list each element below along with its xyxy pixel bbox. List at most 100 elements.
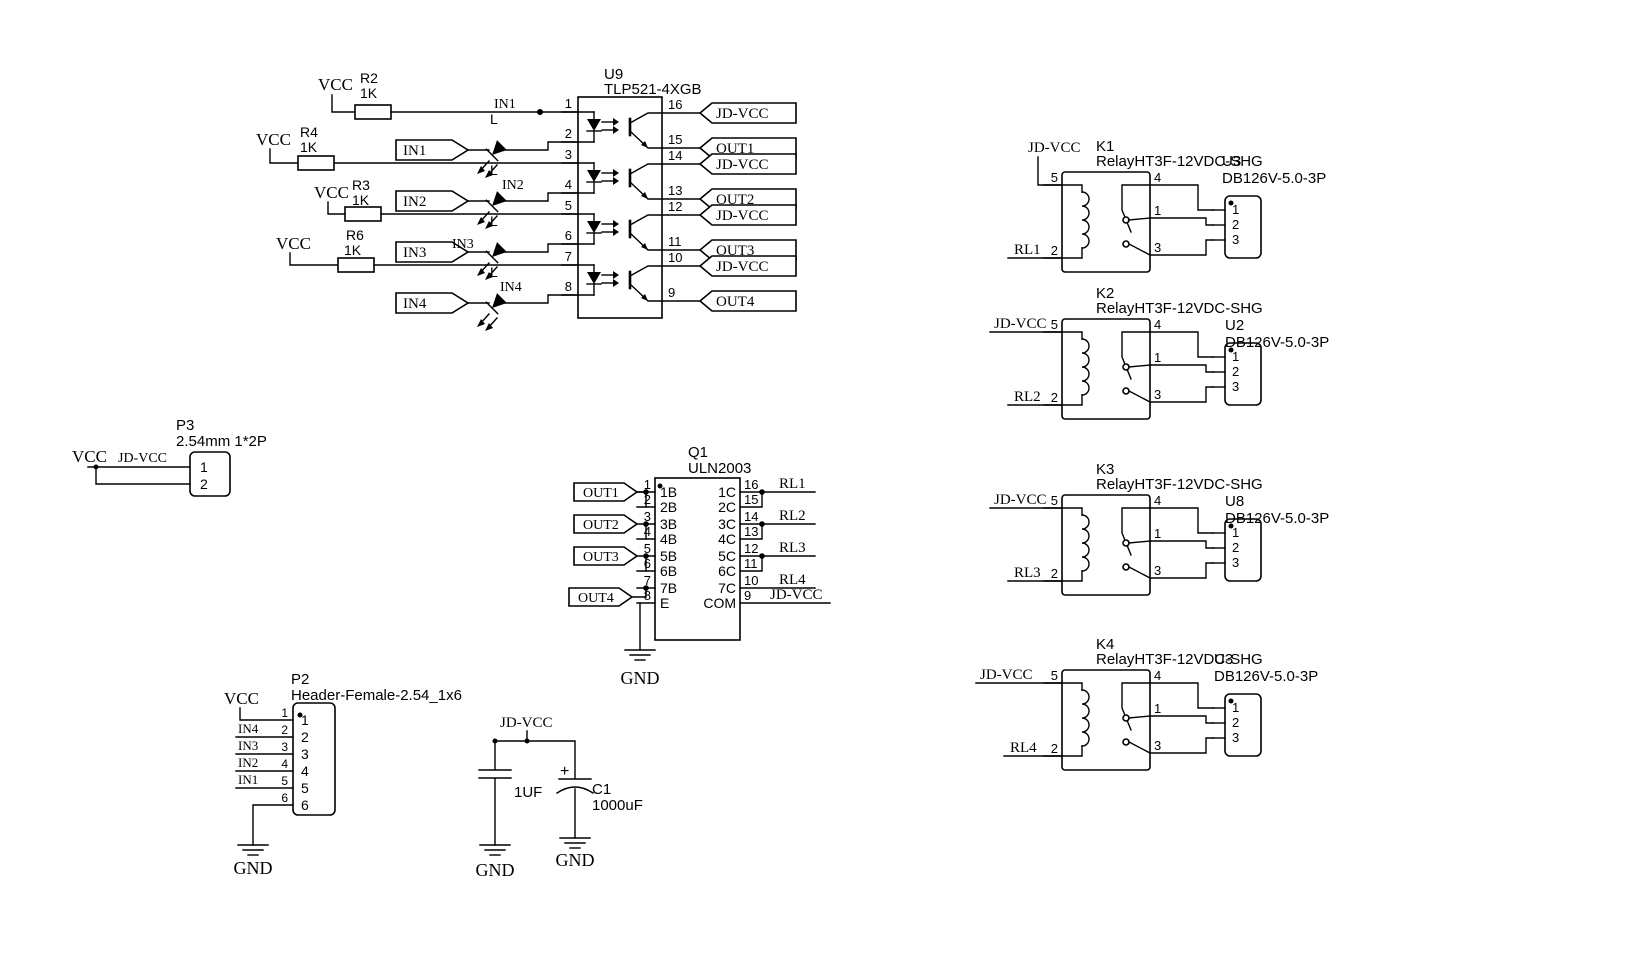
p2-pno2: 2 xyxy=(281,723,288,737)
p3-pin2: 2 xyxy=(200,476,208,492)
net-q1-rl1: RL1 xyxy=(779,476,806,492)
k3-pin2: 2 xyxy=(1051,566,1058,581)
u3b-pin3: 3 xyxy=(1232,730,1239,745)
tag-jdvcc-14: JD-VCC xyxy=(716,157,769,173)
q1-com: COM xyxy=(703,595,736,611)
tag-q1-out3: OUT3 xyxy=(583,550,619,565)
k4-pin2: 2 xyxy=(1051,741,1058,756)
p2-pin3: 3 xyxy=(301,746,309,762)
q1-pin6: 6 xyxy=(644,556,651,571)
net-rl2: RL2 xyxy=(1014,389,1041,405)
net-q1-rl4: RL4 xyxy=(779,572,806,588)
k3-ref: K3 xyxy=(1096,461,1114,478)
q1-2c: 2C xyxy=(718,499,736,515)
q1-2b: 2B xyxy=(660,499,677,515)
q1-1c: 1C xyxy=(718,484,736,500)
net-rl4: RL4 xyxy=(1010,740,1037,756)
k3-pin4: 4 xyxy=(1154,493,1161,508)
decoupling-caps xyxy=(478,730,594,856)
r4-value: 1K xyxy=(300,139,318,155)
net-in1: IN1 xyxy=(494,97,516,112)
net-vcc-r2: VCC xyxy=(318,75,353,94)
u3a-part: DB126V-5.0-3P xyxy=(1222,170,1326,187)
q1-pin2: 2 xyxy=(644,492,651,507)
tag-q1-out2: OUT2 xyxy=(583,518,619,533)
u9-pin16: 16 xyxy=(668,97,682,112)
q1-pin13: 13 xyxy=(744,524,758,539)
u8-ref: U8 xyxy=(1225,493,1244,510)
u9-ref: U9 xyxy=(604,66,623,83)
net-q1-jdvcc: JD-VCC xyxy=(770,587,823,603)
tag-out2: OUT2 xyxy=(716,192,754,208)
u9-body xyxy=(577,96,663,319)
k3-pin5: 5 xyxy=(1051,493,1058,508)
q1-4c: 4C xyxy=(718,531,736,547)
p2-net-in3: IN3 xyxy=(238,738,258,753)
net-k4-jdvcc: JD-VCC xyxy=(980,667,1033,683)
u8-pin2: 2 xyxy=(1232,540,1239,555)
u3b-pin1: 1 xyxy=(1232,700,1239,715)
p2-pno5: 5 xyxy=(281,774,288,788)
u9-pin3: 3 xyxy=(565,147,572,162)
cap1-value: 1UF xyxy=(514,784,542,801)
tag-q1-out1: OUT1 xyxy=(583,486,619,501)
u9-pin7: 7 xyxy=(565,249,572,264)
k1-pin5: 5 xyxy=(1051,170,1058,185)
net-rl3: RL3 xyxy=(1014,565,1041,581)
r6-ref: R6 xyxy=(346,227,364,243)
u3a-pin3: 3 xyxy=(1232,232,1239,247)
k2-pin1: 1 xyxy=(1154,350,1161,365)
k2-pin5: 5 xyxy=(1051,317,1058,332)
tag-q1-out4: OUT4 xyxy=(578,591,614,606)
c1-ref: C1 xyxy=(592,781,611,798)
led3-ref: L xyxy=(490,213,498,229)
k1-pin1: 1 xyxy=(1154,203,1161,218)
net-k1-jdvcc: JD-VCC xyxy=(1028,140,1081,156)
u8-pin1: 1 xyxy=(1232,525,1239,540)
p2-pno3: 3 xyxy=(281,740,288,754)
r3-value: 1K xyxy=(352,192,370,208)
tag-in4-label: IN4 xyxy=(403,296,427,312)
u9-pin15: 15 xyxy=(668,132,682,147)
cap-net-jdvcc: JD-VCC xyxy=(500,715,553,731)
k4-pin1: 1 xyxy=(1154,701,1161,716)
p2-gnd-label: GND xyxy=(234,858,273,878)
relay-k3 xyxy=(989,494,1262,596)
u9-pin13: 13 xyxy=(668,183,682,198)
net-vcc-r6: VCC xyxy=(276,234,311,253)
q1-pin12: 12 xyxy=(744,541,758,556)
k3-part: RelayHT3F-12VDC-SHG xyxy=(1096,476,1263,493)
net-rl1: RL1 xyxy=(1014,242,1041,258)
u9-pin12: 12 xyxy=(668,199,682,214)
p3-ref: P3 xyxy=(176,417,194,434)
p2-pno6: 6 xyxy=(281,791,288,805)
u8-part: DB126V-5.0-3P xyxy=(1225,510,1329,527)
q1-pin14: 14 xyxy=(744,509,758,524)
q1-7c: 7C xyxy=(718,580,736,596)
tag-jdvcc-10: JD-VCC xyxy=(716,259,769,275)
led2-ref: L xyxy=(490,162,498,178)
k2-part: RelayHT3F-12VDC-SHG xyxy=(1096,300,1263,317)
q1-pin7: 7 xyxy=(644,573,651,588)
u3b-part: DB126V-5.0-3P xyxy=(1214,668,1318,685)
u9-pin11: 11 xyxy=(668,234,682,249)
u2-part: DB126V-5.0-3P xyxy=(1225,334,1329,351)
cap1-gnd-label: GND xyxy=(476,860,515,880)
u9-pin4: 4 xyxy=(565,177,572,192)
p2-body xyxy=(292,702,336,816)
q1-6b: 6B xyxy=(660,563,677,579)
q1-e: E xyxy=(660,595,669,611)
q1-pin5: 5 xyxy=(644,541,651,556)
q1-gnd-label: GND xyxy=(621,668,660,688)
u9-pin9: 9 xyxy=(668,285,675,300)
p2-pin6: 6 xyxy=(301,797,309,813)
q1-pin10: 10 xyxy=(744,573,758,588)
r4-ref: R4 xyxy=(300,124,318,140)
net-vcc-r4: VCC xyxy=(256,130,291,149)
led4-ref: L xyxy=(490,264,498,280)
u3a-pin2: 2 xyxy=(1232,217,1239,232)
r3-ref: R3 xyxy=(352,177,370,193)
q1-3b: 3B xyxy=(660,516,677,532)
r6-value: 1K xyxy=(344,242,362,258)
